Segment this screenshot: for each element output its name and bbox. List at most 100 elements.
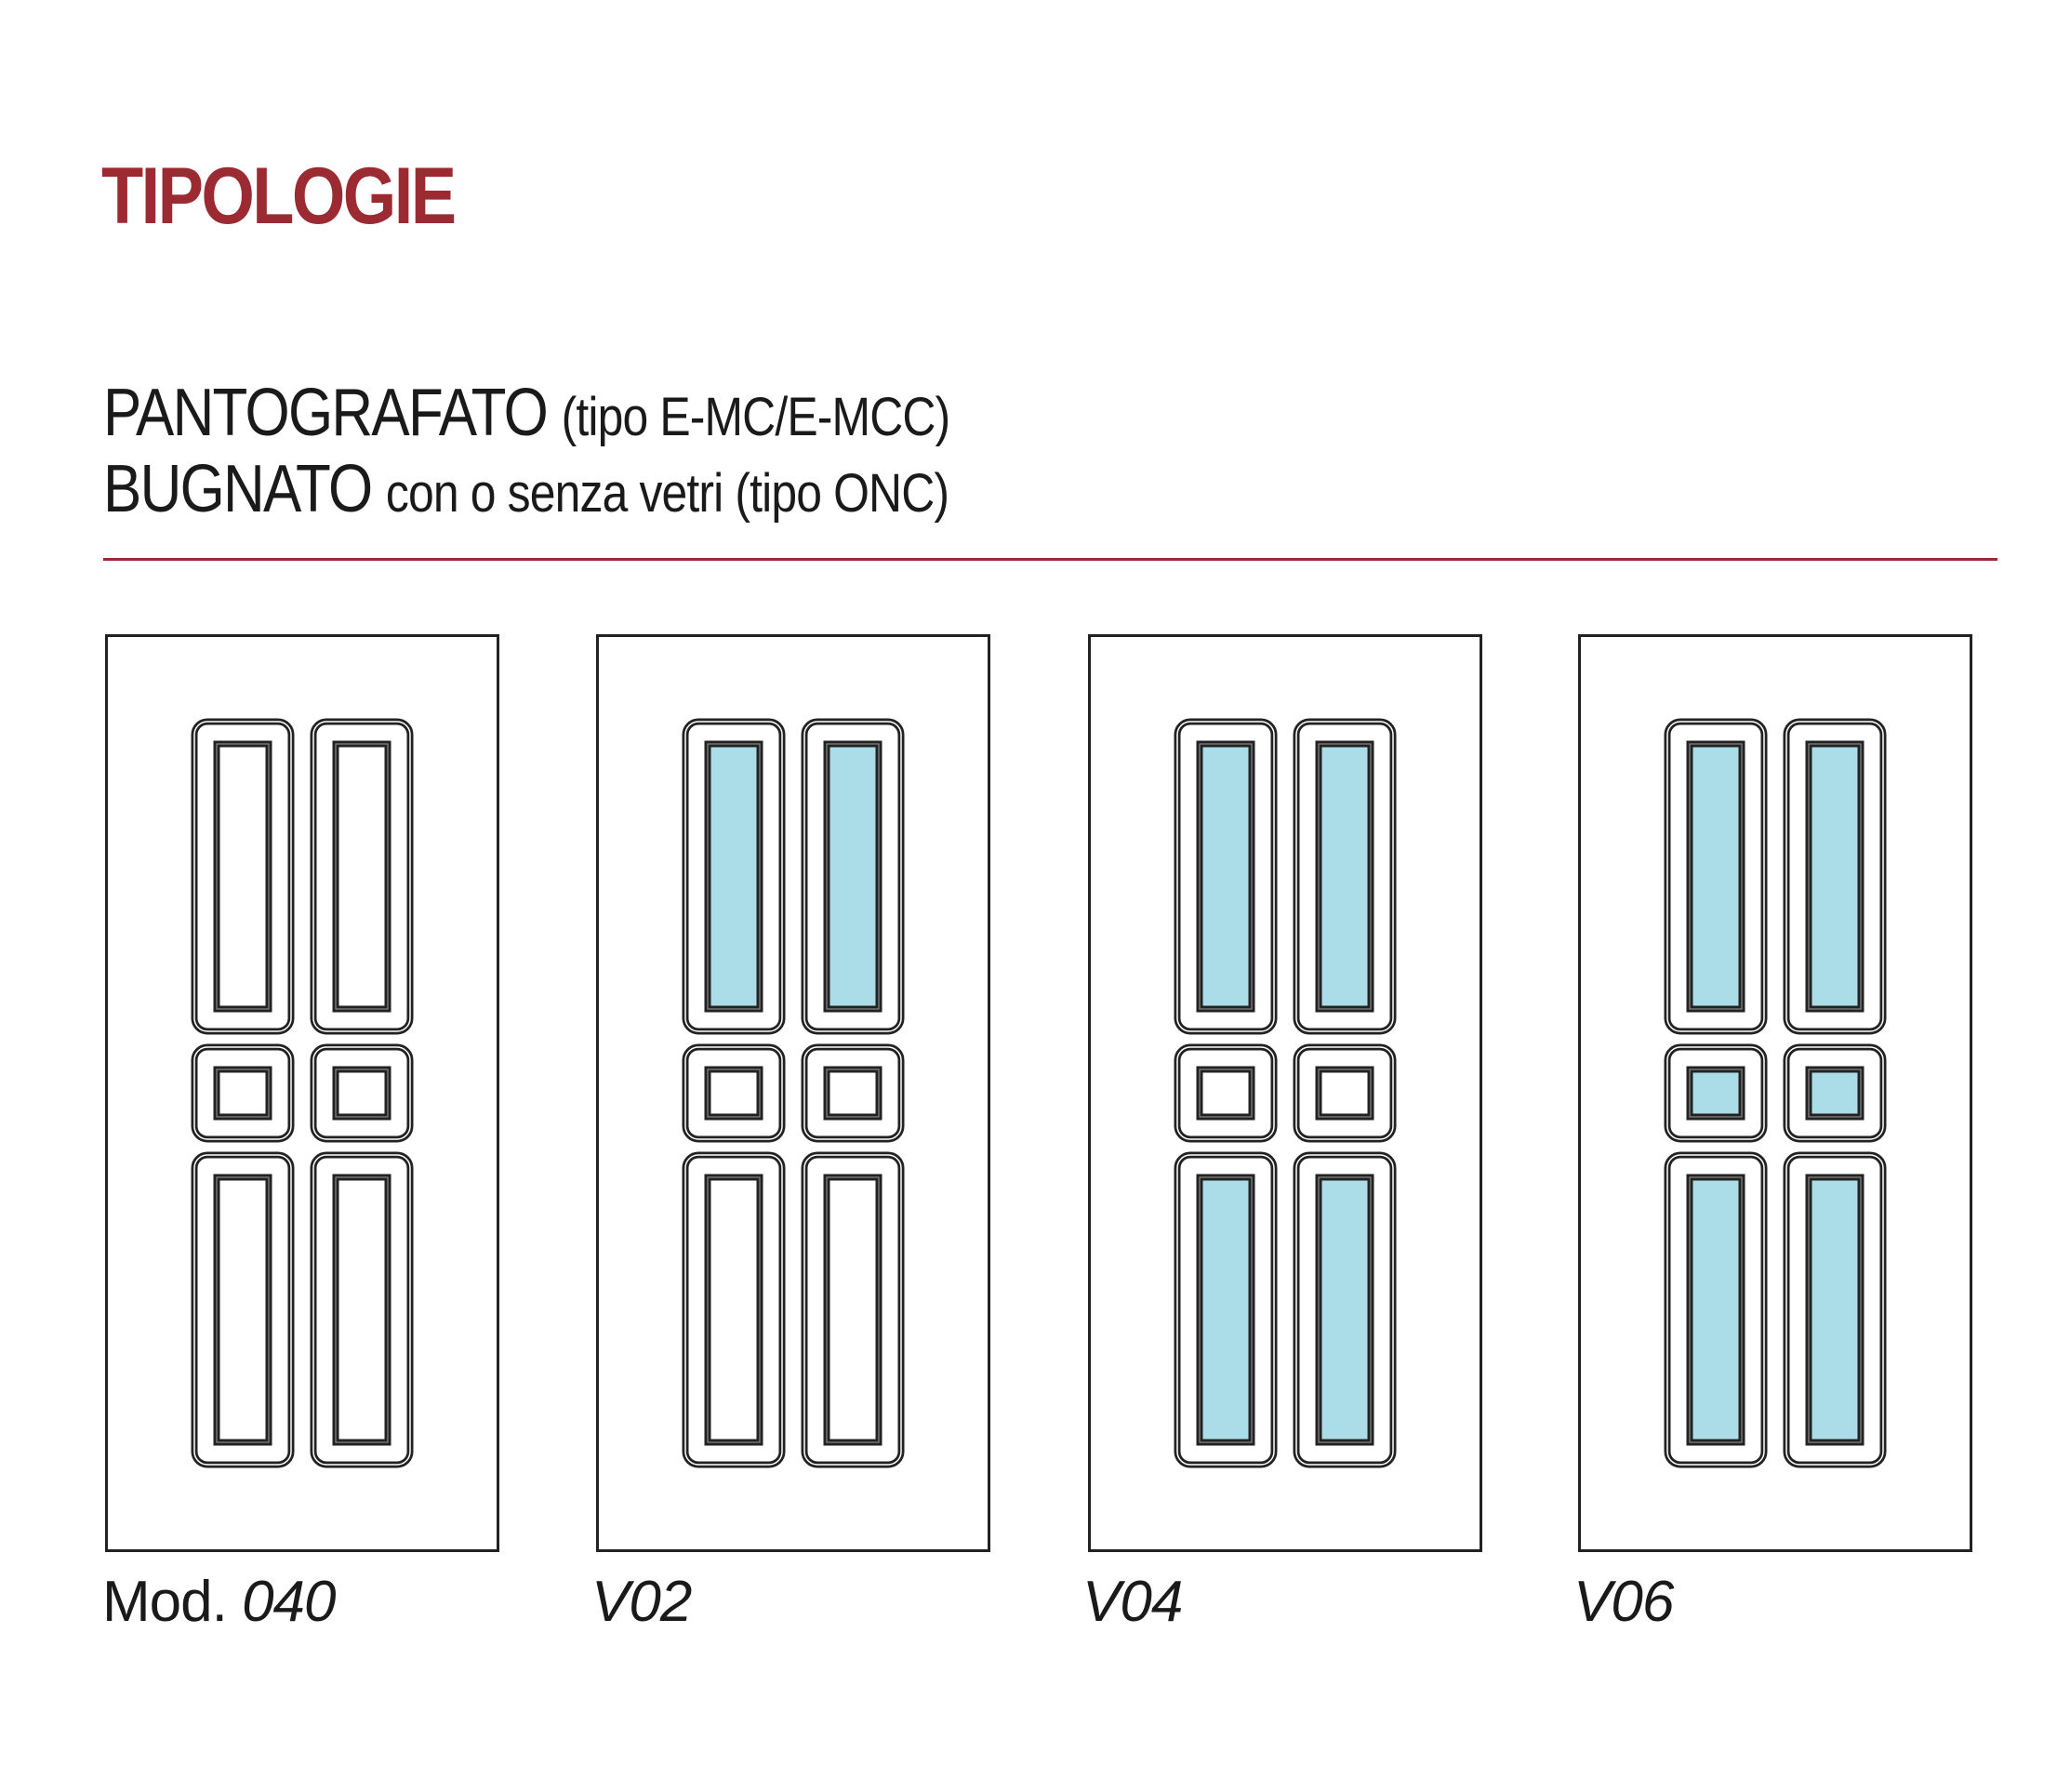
glass-pane xyxy=(1196,740,1255,1013)
inner-highlight xyxy=(826,1069,880,1118)
panel-middle xyxy=(310,1043,414,1143)
panel-outer-highlight xyxy=(684,1046,783,1140)
inner-panel xyxy=(704,1174,763,1446)
glass-pane xyxy=(1686,740,1745,1013)
panel-outer-highlight xyxy=(1176,721,1275,1032)
panel-bottom xyxy=(1783,1151,1887,1468)
inner-highlight xyxy=(1318,743,1372,1010)
inner-highlight xyxy=(826,1176,880,1443)
inner-highlight xyxy=(1199,743,1253,1010)
type-name: PANTOGRAFATO xyxy=(103,376,549,450)
panel-outer-highlight xyxy=(1295,1046,1394,1140)
label-prefix: Mod. xyxy=(102,1570,243,1634)
inner-panel xyxy=(332,1066,391,1121)
panel-outer-highlight xyxy=(193,1154,292,1466)
panel-outer-highlight xyxy=(803,1154,902,1466)
inner-highlight xyxy=(1689,743,1743,1010)
panel-middle xyxy=(1783,1043,1887,1143)
panel-middle xyxy=(1664,1043,1768,1143)
panel-outer-highlight xyxy=(193,721,292,1032)
subtitle-line-1: PANTOGRAFATO (tipo E-MC/E-MCC) xyxy=(103,379,951,447)
inner-highlight xyxy=(335,743,389,1010)
inner-highlight xyxy=(216,1069,270,1118)
inner-highlight xyxy=(1808,743,1862,1010)
door-svg xyxy=(1578,634,1972,1552)
door-svg xyxy=(596,634,990,1552)
glass-pane xyxy=(823,740,883,1013)
door-frame xyxy=(105,634,499,1552)
panel-middle xyxy=(1293,1043,1397,1143)
inner-highlight xyxy=(1199,1176,1253,1443)
panel-top xyxy=(1174,718,1278,1035)
panel-bottom xyxy=(1174,1151,1278,1468)
panel-outer-highlight xyxy=(1176,1046,1275,1140)
panel-outer-highlight xyxy=(1785,721,1884,1032)
door-svg xyxy=(105,634,499,1552)
type-note: con o senza vetri (tipo ONC) xyxy=(385,463,949,524)
panel-bottom xyxy=(1664,1151,1768,1468)
door-frame xyxy=(1578,634,1972,1552)
panel-outer-highlight xyxy=(1176,1154,1275,1466)
inner-highlight xyxy=(707,743,761,1010)
inner-highlight xyxy=(1808,1176,1862,1443)
inner-panel xyxy=(213,1174,272,1446)
inner-highlight xyxy=(707,1069,761,1118)
inner-highlight xyxy=(335,1069,389,1118)
door-drawing-v02 xyxy=(596,634,990,1552)
panel-bottom xyxy=(191,1151,295,1468)
door-frame xyxy=(596,634,990,1552)
panel-outer-highlight xyxy=(312,1046,411,1140)
door-svg xyxy=(1088,634,1482,1552)
inner-highlight xyxy=(1689,1069,1743,1118)
model-code: V04 xyxy=(1082,1570,1183,1634)
inner-panel xyxy=(1315,1066,1374,1121)
panel-top xyxy=(191,718,295,1035)
panel-outer-highlight xyxy=(803,1046,902,1140)
glass-pane xyxy=(1805,1174,1865,1446)
inner-panel xyxy=(1196,1066,1255,1121)
glass-pane xyxy=(1315,740,1374,1013)
type-note: (tipo E-MC/E-MCC) xyxy=(561,387,951,447)
glass-pane xyxy=(1315,1174,1374,1446)
panel-bottom xyxy=(682,1151,786,1468)
inner-highlight xyxy=(335,1176,389,1443)
panel-outer-highlight xyxy=(1666,1046,1765,1140)
door-label: V06 xyxy=(1573,1573,1674,1631)
panel-middle xyxy=(801,1043,905,1143)
inner-highlight xyxy=(1689,1176,1743,1443)
panel-middle xyxy=(191,1043,295,1143)
inner-highlight xyxy=(1808,1069,1862,1118)
inner-highlight xyxy=(707,1176,761,1443)
inner-panel xyxy=(332,1174,391,1446)
panel-outer-highlight xyxy=(193,1046,292,1140)
glass-pane xyxy=(1805,1066,1865,1121)
panel-outer-highlight xyxy=(1666,721,1765,1032)
inner-panel xyxy=(704,1066,763,1121)
panel-outer-highlight xyxy=(1666,1154,1765,1466)
panel-top xyxy=(1293,718,1397,1035)
glass-pane xyxy=(1805,740,1865,1013)
inner-highlight xyxy=(1318,1069,1372,1118)
panel-outer-highlight xyxy=(803,721,902,1032)
panel-top xyxy=(682,718,786,1035)
inner-highlight xyxy=(216,1176,270,1443)
inner-panel xyxy=(332,740,391,1013)
door-drawing-040 xyxy=(105,634,499,1552)
door-drawing-v06 xyxy=(1578,634,1972,1552)
inner-panel xyxy=(823,1066,883,1121)
type-name: BUGNATO xyxy=(103,452,373,526)
panel-top xyxy=(801,718,905,1035)
panel-bottom xyxy=(1293,1151,1397,1468)
page-title: TIPOLOGIE xyxy=(101,152,457,241)
panel-outer-highlight xyxy=(1295,721,1394,1032)
glass-pane xyxy=(1686,1066,1745,1121)
door-frame xyxy=(1088,634,1482,1552)
panel-outer-highlight xyxy=(684,1154,783,1466)
panel-bottom xyxy=(310,1151,414,1468)
panel-outer-highlight xyxy=(1295,1154,1394,1466)
panel-outer-highlight xyxy=(1785,1046,1884,1140)
panel-top xyxy=(1664,718,1768,1035)
panel-top xyxy=(310,718,414,1035)
panel-outer-highlight xyxy=(312,1154,411,1466)
inner-panel xyxy=(213,1066,272,1121)
